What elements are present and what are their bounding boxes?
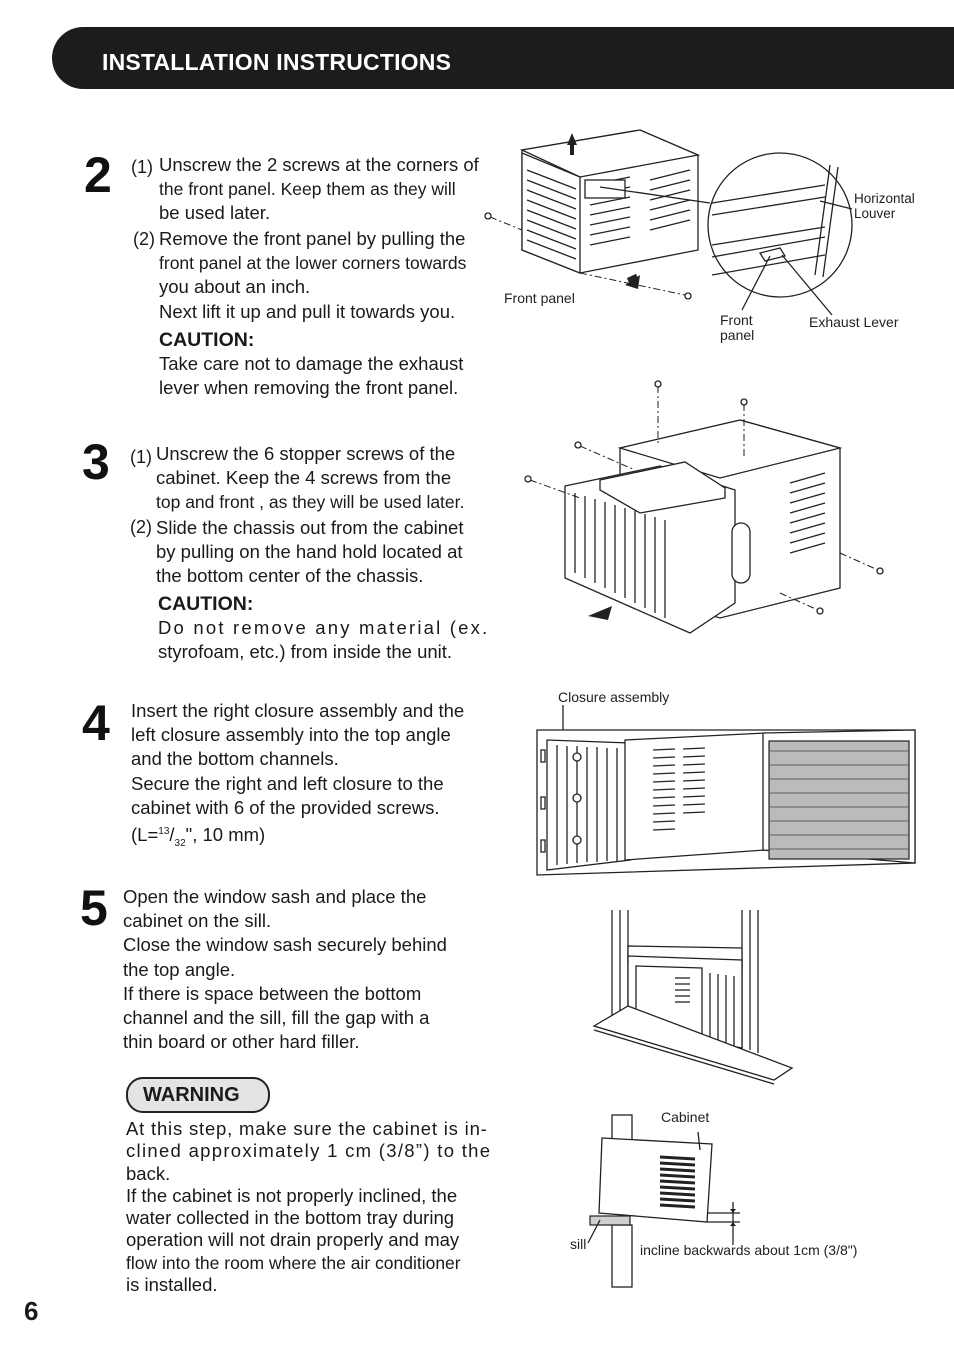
text-line: water collected in the bottom tray durin… [126, 1207, 455, 1229]
text-line: the bottom center of the chassis. [156, 565, 424, 587]
label-cabinet: Cabinet [661, 1109, 710, 1125]
step-3-caution: CAUTION: Do not remove any material (ex.… [158, 592, 503, 665]
front-panel-removal-illustration [484, 129, 853, 316]
text-line: Insert the right closure assembly and th… [131, 700, 465, 721]
step-2-number: 2 [84, 147, 112, 203]
text-line: If the cabinet is not properly inclined,… [126, 1184, 458, 1206]
label-louver: Louver [854, 206, 896, 221]
label-exhaust-lever: Exhaust Lever [809, 314, 899, 330]
text-line: the front panel. Keep them as they will [159, 179, 456, 200]
label-horizontal: Horizontal [854, 191, 915, 206]
text-line: left closure assembly into the top angle [131, 724, 451, 746]
step-4-text: Insert the right closure assembly and th… [131, 699, 499, 856]
incline-illustration [587, 1114, 740, 1288]
text-line: If there is space between the bottom [123, 982, 422, 1004]
text-line: styrofoam, etc.) from inside the unit. [158, 641, 453, 663]
text-line: top and front , as they will be used lat… [156, 492, 465, 513]
text-line: front panel at the lower corners towards [159, 253, 467, 274]
closure-assembly-illustration [536, 705, 916, 876]
page-number: 6 [24, 1296, 39, 1326]
text-line: cabinet with 6 of the provided screws. [131, 796, 440, 818]
label-front: Front [720, 312, 753, 328]
text-line: be used later. [159, 202, 271, 224]
section-header: INSTALLATION INSTRUCTIONS [52, 27, 954, 89]
text-line: lever when removing the front panel. [159, 377, 459, 399]
dim-slash: / [169, 824, 175, 846]
text-line: Open the window sash and place the [123, 886, 427, 907]
dim-prefix: (L= [131, 824, 159, 846]
window-installation-illustration [592, 910, 794, 1085]
text-line: Next lift it up and pull it towards you. [159, 300, 456, 322]
step-4-number: 4 [82, 695, 110, 751]
text-line: operation will not drain properly and ma… [126, 1229, 460, 1251]
text-line: Unscrew the 2 screws at the corners of [159, 154, 479, 175]
text-line: the top angle. [123, 958, 236, 980]
text-line: Take care not to damage the exhaust [159, 353, 464, 375]
text-line: by pulling on the hand hold located at [156, 541, 463, 563]
text-line: Remove the front panel by pulling the [159, 228, 466, 249]
caution-title: CAUTION: [158, 593, 254, 615]
chassis-removal-illustration [524, 380, 884, 634]
text-line: Secure the right and left closure to the [131, 772, 444, 794]
caution-title: CAUTION: [159, 328, 255, 351]
dim-denominator: 32 [174, 837, 186, 849]
screw-dimension: (L=13/32", 10 mm) [131, 820, 499, 856]
warning-title: WARNING [143, 1084, 240, 1106]
label-sill: sill [570, 1236, 587, 1252]
text-line: Slide the chassis out from the cabinet [156, 517, 464, 538]
text-line: channel and the sill, fill the gap with … [123, 1007, 430, 1029]
dim-suffix: ", 10 mm) [185, 824, 266, 846]
text-line: At this step, make sure the cabinet is i… [126, 1118, 488, 1139]
warning-text: At this step, make sure the cabinet is i… [126, 1118, 506, 1296]
dim-numerator: 13 [158, 826, 170, 838]
text-line: Unscrew the 6 stopper screws of the [156, 443, 456, 464]
step-5-number: 5 [80, 880, 108, 936]
text-line: back. [126, 1162, 171, 1184]
text-line: Close the window sash securely behind [123, 934, 447, 956]
step-3-item2-label: (2) [130, 517, 152, 537]
step-2-item1-label: (1) [131, 157, 153, 177]
step-5-text: Open the window sash and place the cabin… [123, 885, 491, 1054]
label-closure-assembly: Closure assembly [558, 689, 670, 705]
text-line: and the bottom channels. [131, 748, 339, 770]
text-line: cabinet on the sill. [123, 910, 272, 932]
step-3-number: 3 [82, 434, 110, 490]
label-front-panel: Front panel [504, 290, 575, 306]
step-2-item2-label: (2) [133, 229, 155, 249]
text-line: is installed. [126, 1274, 218, 1296]
section-title: INSTALLATION INSTRUCTIONS [102, 49, 452, 75]
step-3-item2-text: Slide the chassis out from the cabinet b… [156, 516, 501, 589]
label-panel: panel [720, 327, 755, 343]
text-line: flow into the room where the air conditi… [126, 1252, 461, 1273]
text-line: cabinet. Keep the 4 screws from the [156, 467, 452, 489]
text-line: Do not remove any material (ex. [158, 617, 490, 639]
text-line: clined approximately 1 cm (3/8”) to the [126, 1140, 492, 1162]
text-line: you about an inch. [159, 276, 311, 298]
step-2-item1-text: Unscrew the 2 screws at the corners of t… [159, 153, 504, 226]
warning-badge: WARNING [126, 1077, 270, 1113]
step-2-item2-text: Remove the front panel by pulling the fr… [159, 227, 504, 400]
step-3-item1-label: (1) [130, 447, 152, 467]
text-line: thin board or other hard filler. [123, 1031, 360, 1053]
label-incline: incline backwards about 1cm (3/8") [640, 1242, 858, 1258]
step-3-item1-text: Unscrew the 6 stopper screws of the cabi… [156, 442, 498, 515]
